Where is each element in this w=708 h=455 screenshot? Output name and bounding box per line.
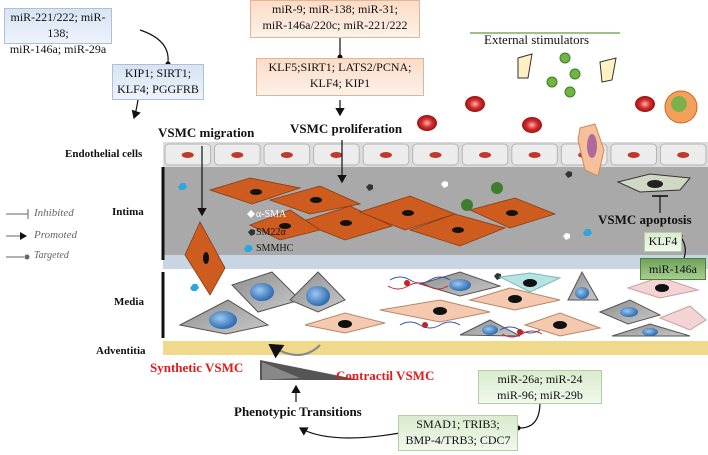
proliferation-mirna-line1: miR-9; miR-138; miR-31; [271, 2, 398, 16]
phenotypic-transitions-label: Phenotypic Transitions [234, 404, 362, 419]
endothelial-nucleus [677, 152, 690, 158]
intima-label: Intima [112, 206, 144, 218]
migration-mirna-line2: miR-146a; miR-29a [9, 42, 107, 56]
transition-targets-line2: BMP-4/TRB3; CDC7 [405, 433, 511, 447]
marker-smmhc-label: SMMHC [256, 243, 294, 254]
endothelial-nucleus [479, 152, 492, 158]
endothelial-nucleus [330, 152, 343, 158]
endothelial-nucleus [429, 152, 442, 158]
migration-targets-line1: KIP1; SIRT1; [124, 66, 192, 80]
legend-inhibited: Inhibited [34, 207, 74, 219]
legend-promoted: Promoted [34, 229, 77, 241]
transition-mirna-line1: miR-26a; miR-24 [497, 372, 583, 386]
media-label: Media [114, 296, 144, 308]
endothelial-nucleus [231, 152, 244, 158]
marker-sma-label: α-SMA [256, 209, 287, 220]
transition-mirna-box: miR-26a; miR-24 miR-96; miR-29b [478, 370, 602, 404]
apoptosis-target-text: KLF4 [648, 234, 678, 248]
vsmc-migration-label: VSMC migration [158, 125, 255, 140]
apoptosis-target-box: KLF4 [644, 232, 682, 252]
endothelial-nucleus [379, 152, 392, 158]
vsmc-proliferation-label: VSMC proliferation [290, 121, 403, 136]
legend-targeted: Targeted [34, 250, 69, 261]
internal-elastic-lamina [163, 255, 708, 269]
contractil-vsmc-label: Contractil VSMC [336, 368, 435, 383]
endothelial-layer [163, 142, 708, 167]
proliferation-targets-box: KLF5;SIRT1; LATS2/PCNA; KLF4; KIP1 [256, 58, 424, 96]
marker-sm22-label: SM22α [256, 227, 286, 238]
external-stimulators-label: External stimulators [484, 32, 590, 47]
transition-mirna-line2: miR-96; miR-29b [497, 388, 583, 402]
endothelial-cells-label: Endothelial cells [65, 148, 143, 160]
endothelial-nucleus [181, 152, 194, 158]
vsmc-apoptosis-label: VSMC apoptosis [598, 212, 692, 227]
adventitia-label: Adventitia [96, 345, 146, 357]
synthetic-vsmc-label: Synthetic VSMC [150, 360, 244, 375]
migration-mirna-line1: miR-221/222; miR-138; [10, 10, 106, 40]
migration-mirna-box: miR-221/222; miR-138; miR-146a; miR-29a [4, 8, 112, 56]
proliferation-mirna-box: miR-9; miR-138; miR-31; miR-146a/220c; m… [250, 0, 420, 38]
adventitia-layer [163, 341, 708, 355]
migration-targets-box: KIP1; SIRT1; KLF4; PGGFRB [112, 64, 204, 100]
transition-targets-box: SMAD1; TRIB3; BMP-4/TRB3; CDC7 [398, 415, 518, 451]
transition-targets-line1: SMAD1; TRIB3; [416, 417, 500, 431]
migration-targets-line2: KLF4; PGGFRB [117, 82, 199, 96]
external-stimulators-art [417, 52, 698, 177]
proliferation-targets-line1: KLF5;SIRT1; LATS2/PCNA; [268, 60, 412, 74]
endothelial-nucleus [627, 152, 640, 158]
endothelial-nucleus [280, 152, 293, 158]
media-cells [178, 270, 707, 337]
proliferation-targets-line2: KLF4; KIP1 [309, 76, 371, 90]
apoptosis-mirna-text: miR-146a [649, 262, 697, 276]
endothelial-nucleus [528, 152, 541, 158]
proliferation-mirna-line2: miR-146a/220c; miR-221/222 [262, 18, 408, 32]
apoptosis-mirna-box: miR-146a [640, 258, 706, 280]
